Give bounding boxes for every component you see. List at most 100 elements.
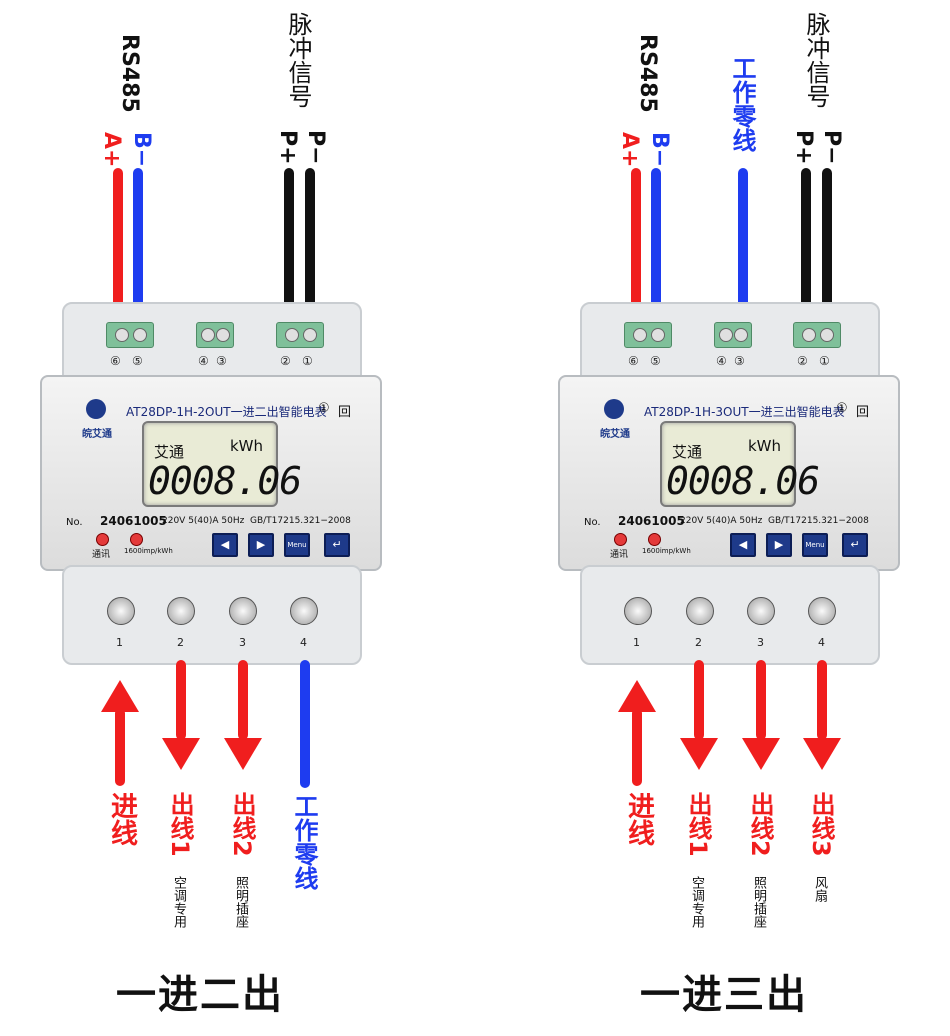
terminal-block-56	[624, 322, 672, 348]
b-minus-label: B−	[129, 132, 154, 168]
comm-led	[614, 533, 627, 546]
wire-p-minus	[822, 168, 832, 318]
serial-number: 24061005	[100, 514, 167, 528]
wire-in	[115, 708, 125, 786]
lcd-brand: 艾通	[154, 443, 185, 461]
arrow-up-icon	[618, 680, 656, 712]
a-plus-label: A+	[617, 132, 642, 168]
wire-out2	[238, 660, 248, 740]
out3-note: 风扇	[812, 876, 827, 902]
wire-b-minus	[651, 168, 661, 318]
terminal-number: ⑥	[110, 354, 121, 368]
screw-terminal-4	[808, 597, 836, 625]
terminal-number: 3	[757, 636, 764, 649]
terminal-number: 1	[633, 636, 640, 649]
brand-logo-text: 皖艾通	[600, 429, 630, 440]
pulse-led-label: 1600imp/kWh	[124, 547, 173, 555]
left-arrow-button[interactable]: ◀	[212, 533, 238, 557]
out2-label: 出线2	[746, 792, 774, 857]
out2-note: 照明插座	[233, 876, 248, 928]
terminal-number: ③	[216, 354, 227, 368]
p-plus-label: P+	[275, 130, 300, 165]
wire-neutral-top	[738, 168, 748, 318]
wire-out2	[756, 660, 766, 740]
meter-face: 皖艾通 AT28DP-1H-3OUT一进三出智能电表 ① 回 艾通 kWh 00…	[558, 375, 900, 571]
standard: GB/T17215.321−2008	[250, 516, 351, 526]
p-minus-label: P−	[819, 130, 844, 165]
out2-label: 出线2	[228, 792, 256, 857]
arrow-down-icon	[224, 738, 262, 770]
wire-out1	[694, 660, 704, 740]
terminal-block-34	[196, 322, 234, 348]
rating: 220V 5(40)A 50Hz	[680, 516, 763, 526]
right-arrow-button[interactable]: ▶	[248, 533, 274, 557]
lcd-display: 艾通 kWh 0008.06	[142, 421, 302, 507]
pulse-signal-label: 脉冲信号	[284, 12, 312, 108]
enter-button[interactable]: ↵	[842, 533, 868, 557]
out1-note: 空调专用	[171, 876, 186, 928]
terminal-block-56	[106, 322, 154, 348]
wire-p-plus	[284, 168, 294, 318]
out1-note: 空调专用	[689, 876, 704, 928]
wire-a-plus	[631, 168, 641, 318]
in-label: 进线	[106, 792, 137, 846]
lcd-unit: kWh	[230, 437, 264, 455]
brand-logo-icon	[604, 399, 624, 419]
terminal-block-12	[793, 322, 841, 348]
rating: 220V 5(40)A 50Hz	[162, 516, 245, 526]
triangle-left-icon: ◀	[220, 538, 230, 551]
out2-note: 照明插座	[751, 876, 766, 928]
wire-b-minus	[133, 168, 143, 318]
terminal-number: ⑤	[650, 354, 661, 368]
brand-logo-icon	[86, 399, 106, 419]
terminal-number: ⑥	[628, 354, 639, 368]
pulse-led-label: 1600imp/kWh	[642, 547, 691, 555]
lcd-reading: 0008.06	[148, 459, 302, 503]
enter-icon: ↵	[332, 538, 342, 551]
neutral-top-label: 工作零线	[728, 56, 756, 152]
menu-button[interactable]: Menu	[802, 533, 828, 557]
terminal-number: 2	[177, 636, 184, 649]
meter-model: AT28DP-1H-2OUT一进二出智能电表	[126, 405, 327, 419]
terminal-number: ②	[797, 354, 808, 368]
double-insulation-icon: 回	[856, 405, 870, 420]
arrow-down-icon	[742, 738, 780, 770]
rs485-label: RS485	[117, 34, 142, 113]
enter-button[interactable]: ↵	[324, 533, 350, 557]
meter-model: AT28DP-1H-3OUT一进三出智能电表	[644, 405, 845, 419]
double-insulation-icon: 回	[338, 405, 352, 420]
terminal-number: ①	[302, 354, 313, 368]
triangle-right-icon: ▶	[774, 538, 784, 551]
left-arrow-button[interactable]: ◀	[730, 533, 756, 557]
menu-button[interactable]: Menu	[284, 533, 310, 557]
wire-out1	[176, 660, 186, 740]
p-minus-label: P−	[303, 130, 328, 165]
p-plus-label: P+	[791, 130, 816, 165]
pulse-led	[130, 533, 143, 546]
comm-led-label: 通讯	[92, 550, 111, 560]
terminal-number: 4	[818, 636, 825, 649]
terminal-number: ①	[819, 354, 830, 368]
comm-led-label: 通讯	[610, 550, 629, 560]
lcd-brand: 艾通	[672, 443, 703, 461]
pulse-led	[648, 533, 661, 546]
terminal-block-12	[276, 322, 324, 348]
terminal-number: 3	[239, 636, 246, 649]
screw-terminal-1	[107, 597, 135, 625]
wire-in	[632, 708, 642, 786]
out1-label: 出线1	[684, 792, 712, 857]
standard: GB/T17215.321−2008	[768, 516, 869, 526]
neutral-label: 工作零线	[290, 794, 318, 890]
lcd-display: 艾通 kWh 0008.06	[660, 421, 820, 507]
right-arrow-button[interactable]: ▶	[766, 533, 792, 557]
terminal-block-34	[714, 322, 752, 348]
a-plus-label: A+	[99, 132, 124, 168]
brand-logo-text: 皖艾通	[82, 429, 112, 440]
wire-out3	[817, 660, 827, 740]
rs485-label: RS485	[635, 34, 660, 113]
in-label: 进线	[623, 792, 654, 846]
lcd-reading: 0008.06	[666, 459, 820, 503]
out3-label: 出线3	[807, 792, 835, 857]
comm-led	[96, 533, 109, 546]
terminal-number: ⑤	[132, 354, 143, 368]
